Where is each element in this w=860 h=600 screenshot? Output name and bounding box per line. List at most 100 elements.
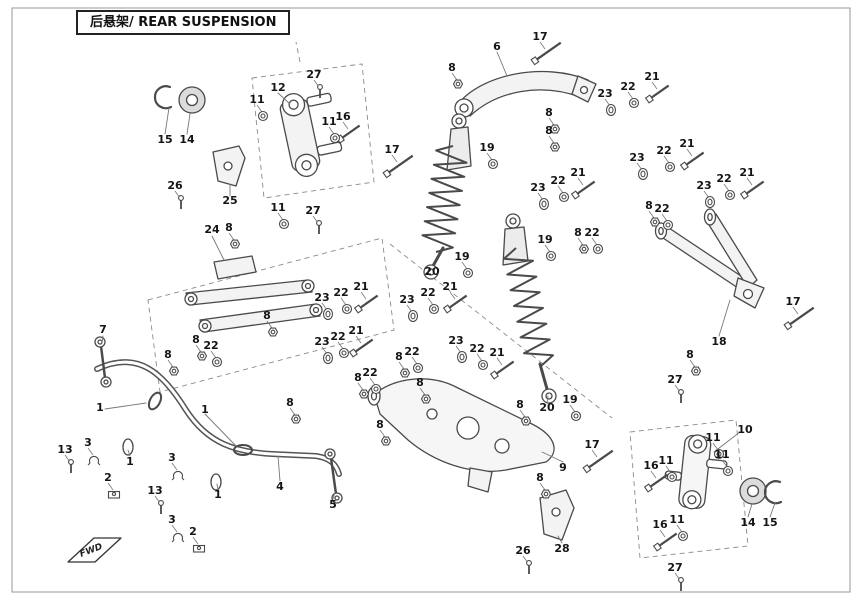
callout-leader bbox=[337, 341, 344, 350]
callout-leader bbox=[277, 212, 284, 221]
callout-leader bbox=[256, 104, 263, 113]
callout-number: 11 bbox=[658, 454, 673, 467]
callout-number: 8 bbox=[448, 61, 456, 74]
callout-number: 15 bbox=[762, 516, 777, 529]
callout-number: 8 bbox=[536, 471, 544, 484]
callout-number: 16 bbox=[335, 110, 351, 123]
part-glyph-clamp bbox=[171, 532, 185, 543]
callout-number: 22 bbox=[203, 339, 218, 352]
callout-number: 8 bbox=[286, 396, 294, 409]
callout-leader bbox=[659, 529, 666, 538]
callout-leader bbox=[171, 524, 178, 533]
callout-number: 8 bbox=[545, 124, 553, 137]
callout-number: 27 bbox=[305, 204, 320, 217]
callout-number: 3 bbox=[168, 513, 176, 526]
callout-number: 8 bbox=[263, 309, 271, 322]
bushing-14-bottom-right bbox=[739, 477, 767, 505]
callout-number: 1 bbox=[96, 401, 104, 414]
part-glyph-washer bbox=[545, 250, 557, 262]
part-glyph-nut bbox=[452, 79, 464, 89]
callout-leader bbox=[427, 297, 434, 306]
callout-number: 2 bbox=[104, 471, 112, 484]
callout-leader bbox=[266, 320, 273, 329]
swing-arm-9 bbox=[367, 378, 555, 493]
coil-springs bbox=[421, 145, 554, 367]
callout-leader bbox=[496, 357, 503, 366]
callout-number: 11 bbox=[714, 448, 729, 461]
callout-leader bbox=[557, 185, 564, 194]
callout-number: 17 bbox=[785, 295, 800, 308]
callout-number: 22 bbox=[362, 366, 377, 379]
callout-leader bbox=[676, 524, 683, 533]
callout-number: 8 bbox=[225, 221, 233, 234]
part-glyph-washer bbox=[664, 161, 676, 173]
part-glyph-washer bbox=[570, 410, 582, 422]
callout-number: 23 bbox=[314, 291, 329, 304]
callout-number: 18 bbox=[711, 335, 726, 348]
part-glyph-nut bbox=[168, 366, 180, 376]
callout-leader bbox=[379, 429, 386, 438]
callout-leader bbox=[712, 442, 719, 451]
part-glyph-screw bbox=[68, 459, 74, 473]
callout-number: 11 bbox=[270, 201, 285, 214]
callout-leader bbox=[723, 183, 730, 192]
part-glyph-bolt bbox=[644, 84, 670, 104]
part-glyph-nut bbox=[196, 351, 208, 361]
stabilizer-link-7 bbox=[94, 336, 112, 388]
callout-number: 17 bbox=[532, 30, 547, 43]
callout-leader bbox=[342, 121, 349, 130]
part-glyph-washer bbox=[462, 267, 474, 279]
callout-number: 16 bbox=[652, 518, 668, 531]
part-glyph-washer bbox=[338, 347, 350, 359]
callout-number: 25 bbox=[222, 194, 237, 207]
callout-number: 8 bbox=[395, 350, 403, 363]
callout-leader bbox=[476, 353, 483, 362]
part-glyph-washer bbox=[211, 356, 223, 368]
part-glyph-washer bbox=[722, 465, 734, 477]
part-glyph-bolt bbox=[570, 180, 596, 200]
callout-leader bbox=[651, 81, 658, 90]
part-glyph-bushing bbox=[704, 195, 716, 209]
callout-leader bbox=[411, 356, 418, 365]
part-glyph-nut bbox=[549, 142, 561, 152]
part-glyph-screw bbox=[678, 389, 684, 403]
part-glyph-nut bbox=[380, 436, 392, 446]
callout-leader bbox=[171, 462, 178, 471]
part-glyph-nut bbox=[399, 368, 411, 378]
callout-leader bbox=[591, 449, 598, 458]
callout-leader bbox=[449, 291, 456, 300]
upper-mount-12 bbox=[279, 92, 343, 177]
callout-leader bbox=[548, 135, 555, 144]
part-glyph-nut bbox=[290, 414, 302, 424]
callout-number: 23 bbox=[314, 335, 329, 348]
callout-leader bbox=[665, 465, 672, 474]
part-glyph-washer bbox=[341, 303, 353, 315]
callout-number: 26 bbox=[515, 544, 531, 557]
callout-leader bbox=[360, 291, 367, 300]
callout-number: 21 bbox=[644, 70, 659, 83]
callout-leader bbox=[648, 210, 655, 219]
callout-number: 8 bbox=[686, 348, 694, 361]
callout-number: 2 bbox=[189, 525, 197, 538]
callout-leader bbox=[661, 213, 668, 222]
callout-leader bbox=[569, 404, 576, 413]
callout-number: 1 bbox=[201, 403, 209, 416]
part-glyph-lbolt bbox=[530, 41, 562, 66]
callout-leader bbox=[195, 344, 202, 353]
circlip-15-bottom-right bbox=[763, 480, 783, 505]
callout-leader bbox=[663, 155, 670, 164]
bushing-14-top-left bbox=[178, 86, 206, 114]
part-glyph-bracket bbox=[107, 490, 121, 499]
callout-leader bbox=[192, 536, 199, 545]
callout-number: 22 bbox=[469, 342, 484, 355]
callout-leader bbox=[107, 482, 114, 491]
part-glyph-bolt bbox=[739, 180, 765, 200]
callout-leader bbox=[328, 126, 335, 135]
callout-leader bbox=[419, 387, 426, 396]
part-glyph-nut bbox=[549, 124, 561, 134]
callout-number: 26 bbox=[167, 179, 183, 192]
callout-number: 27 bbox=[667, 373, 682, 386]
callout-number: 4 bbox=[276, 480, 284, 493]
part-glyph-washer bbox=[477, 359, 489, 371]
